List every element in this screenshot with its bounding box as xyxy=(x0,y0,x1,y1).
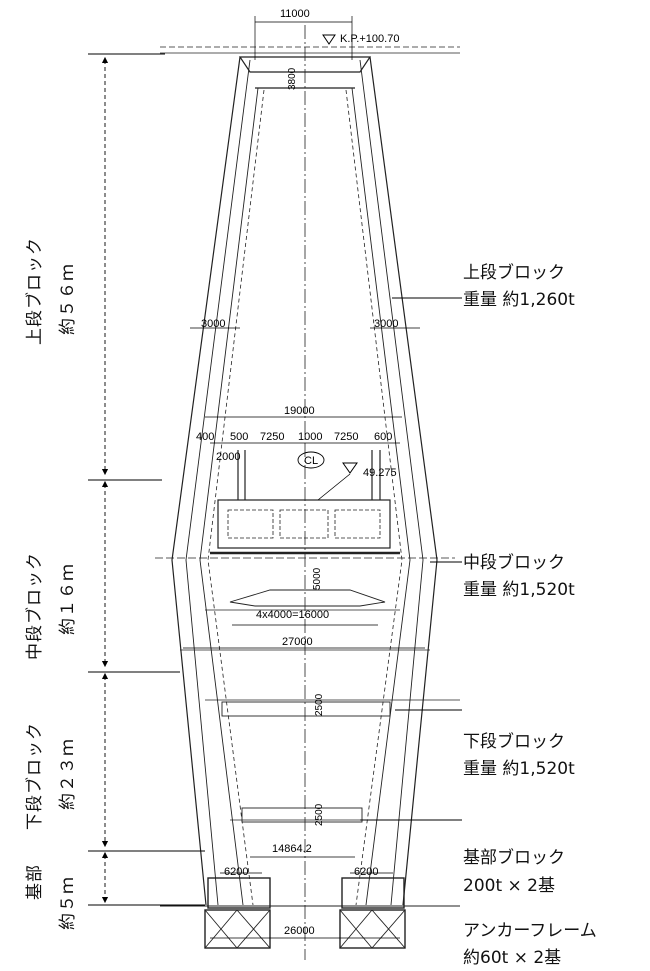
right-label-mid-line2: 重量 約1,520t xyxy=(463,580,575,600)
left-label-base-name: 基部 xyxy=(25,864,45,900)
right-leg-upper-outer xyxy=(369,56,438,906)
dim-mid-width: 27000 xyxy=(282,636,313,648)
right-label-base-line1: 基部ブロック xyxy=(463,847,565,868)
left-leg-upper-mid xyxy=(185,59,251,906)
top-level-mark xyxy=(322,34,336,45)
dim-mid-height: 5000 xyxy=(312,567,323,590)
mid-level-leader xyxy=(317,473,351,501)
lower-beam-2 xyxy=(241,807,363,823)
dim-lower-width: 14864.2 xyxy=(272,843,312,855)
dim-beam-width: 19000 xyxy=(284,405,315,417)
base-block-right xyxy=(341,877,405,909)
left-leg-upper-inner2 xyxy=(207,89,265,906)
dim-beam-part-3: 7250 xyxy=(260,431,284,443)
right-label-lower-line1: 下段ブロック xyxy=(463,731,565,752)
dim-centerline: CL xyxy=(304,455,318,467)
right-leader-lines xyxy=(360,297,462,821)
left-label-lower-size: 約２３ｍ xyxy=(58,738,78,810)
base-block-left xyxy=(207,877,271,909)
anchor-frame-left-x xyxy=(204,909,271,949)
left-label-upper-name: 上段ブロック xyxy=(24,237,45,345)
right-label-lower-line2: 重量 約1,520t xyxy=(463,759,575,779)
right-label-anchor-line2: 約60t × 2基 xyxy=(463,948,561,968)
tower-structure xyxy=(155,25,460,960)
right-leg-upper-inner xyxy=(351,87,411,906)
dim-anchor-width: 26000 xyxy=(284,925,315,937)
mid-beam-cell-1 xyxy=(227,509,274,539)
dim-base-left: 6200 xyxy=(224,866,248,878)
lower-beam-1 xyxy=(221,701,391,717)
right-leg-upper-inner2 xyxy=(345,89,403,906)
mid-beam-cell-2 xyxy=(279,509,329,539)
dim-base-right: 6200 xyxy=(354,866,378,878)
left-label-base-size: 約５ｍ xyxy=(58,876,78,930)
dim-top-level: K.P.+100.70 xyxy=(340,33,399,45)
left-label-mid-size: 約１６ｍ xyxy=(58,563,78,635)
dim-mid-span: 4x4000=16000 xyxy=(256,609,329,621)
mid-arch xyxy=(229,589,386,607)
left-label-lower-name: 下段ブロック xyxy=(24,722,45,830)
dim-top-height: 3800 xyxy=(287,67,298,90)
dim-beam-part-5: 7250 xyxy=(334,431,358,443)
left-leg-upper-inner xyxy=(199,87,259,906)
anchor-frame-left xyxy=(204,909,271,949)
dim-lower-height-2: 2500 xyxy=(314,803,325,826)
mid-beam-cell-3 xyxy=(334,509,381,539)
dim-beam-part-1: 400 xyxy=(196,431,214,443)
right-leg-upper-mid xyxy=(359,59,424,906)
dim-top-width: 11000 xyxy=(280,8,310,20)
left-leg-upper-outer xyxy=(171,56,241,906)
mid-level-mark xyxy=(342,462,358,474)
dimension-lines xyxy=(183,16,425,939)
centerline-mark xyxy=(297,451,325,469)
dim-lower-height-1: 2500 xyxy=(314,693,325,716)
dim-wall-left: 3000 xyxy=(201,318,225,330)
dim-beam-sub: 2000 xyxy=(216,451,240,463)
left-label-upper-size: 約５６ｍ xyxy=(58,263,78,335)
anchor-frame-right-x xyxy=(339,909,406,949)
dim-wall-right: 3000 xyxy=(374,318,398,330)
right-label-anchor-line1: アンカーフレーム xyxy=(463,921,597,941)
dim-beam-part-2: 500 xyxy=(230,431,248,443)
right-label-upper-line1: 上段ブロック xyxy=(463,262,565,283)
dim-mid-level: 49.275 xyxy=(363,467,397,479)
right-label-mid-line1: 中段ブロック xyxy=(463,552,565,573)
height-dimension-line xyxy=(88,53,205,906)
mid-beam-box xyxy=(217,499,391,549)
right-label-upper-line2: 重量 約1,260t xyxy=(463,290,575,310)
left-label-mid-name: 中段ブロック xyxy=(24,552,45,660)
top-cap xyxy=(238,56,372,73)
anchor-frame-right xyxy=(339,909,406,949)
dim-beam-part-6: 600 xyxy=(374,431,392,443)
right-label-base-line2: 200t × 2基 xyxy=(463,876,555,896)
dim-beam-part-4: 1000 xyxy=(298,431,322,443)
